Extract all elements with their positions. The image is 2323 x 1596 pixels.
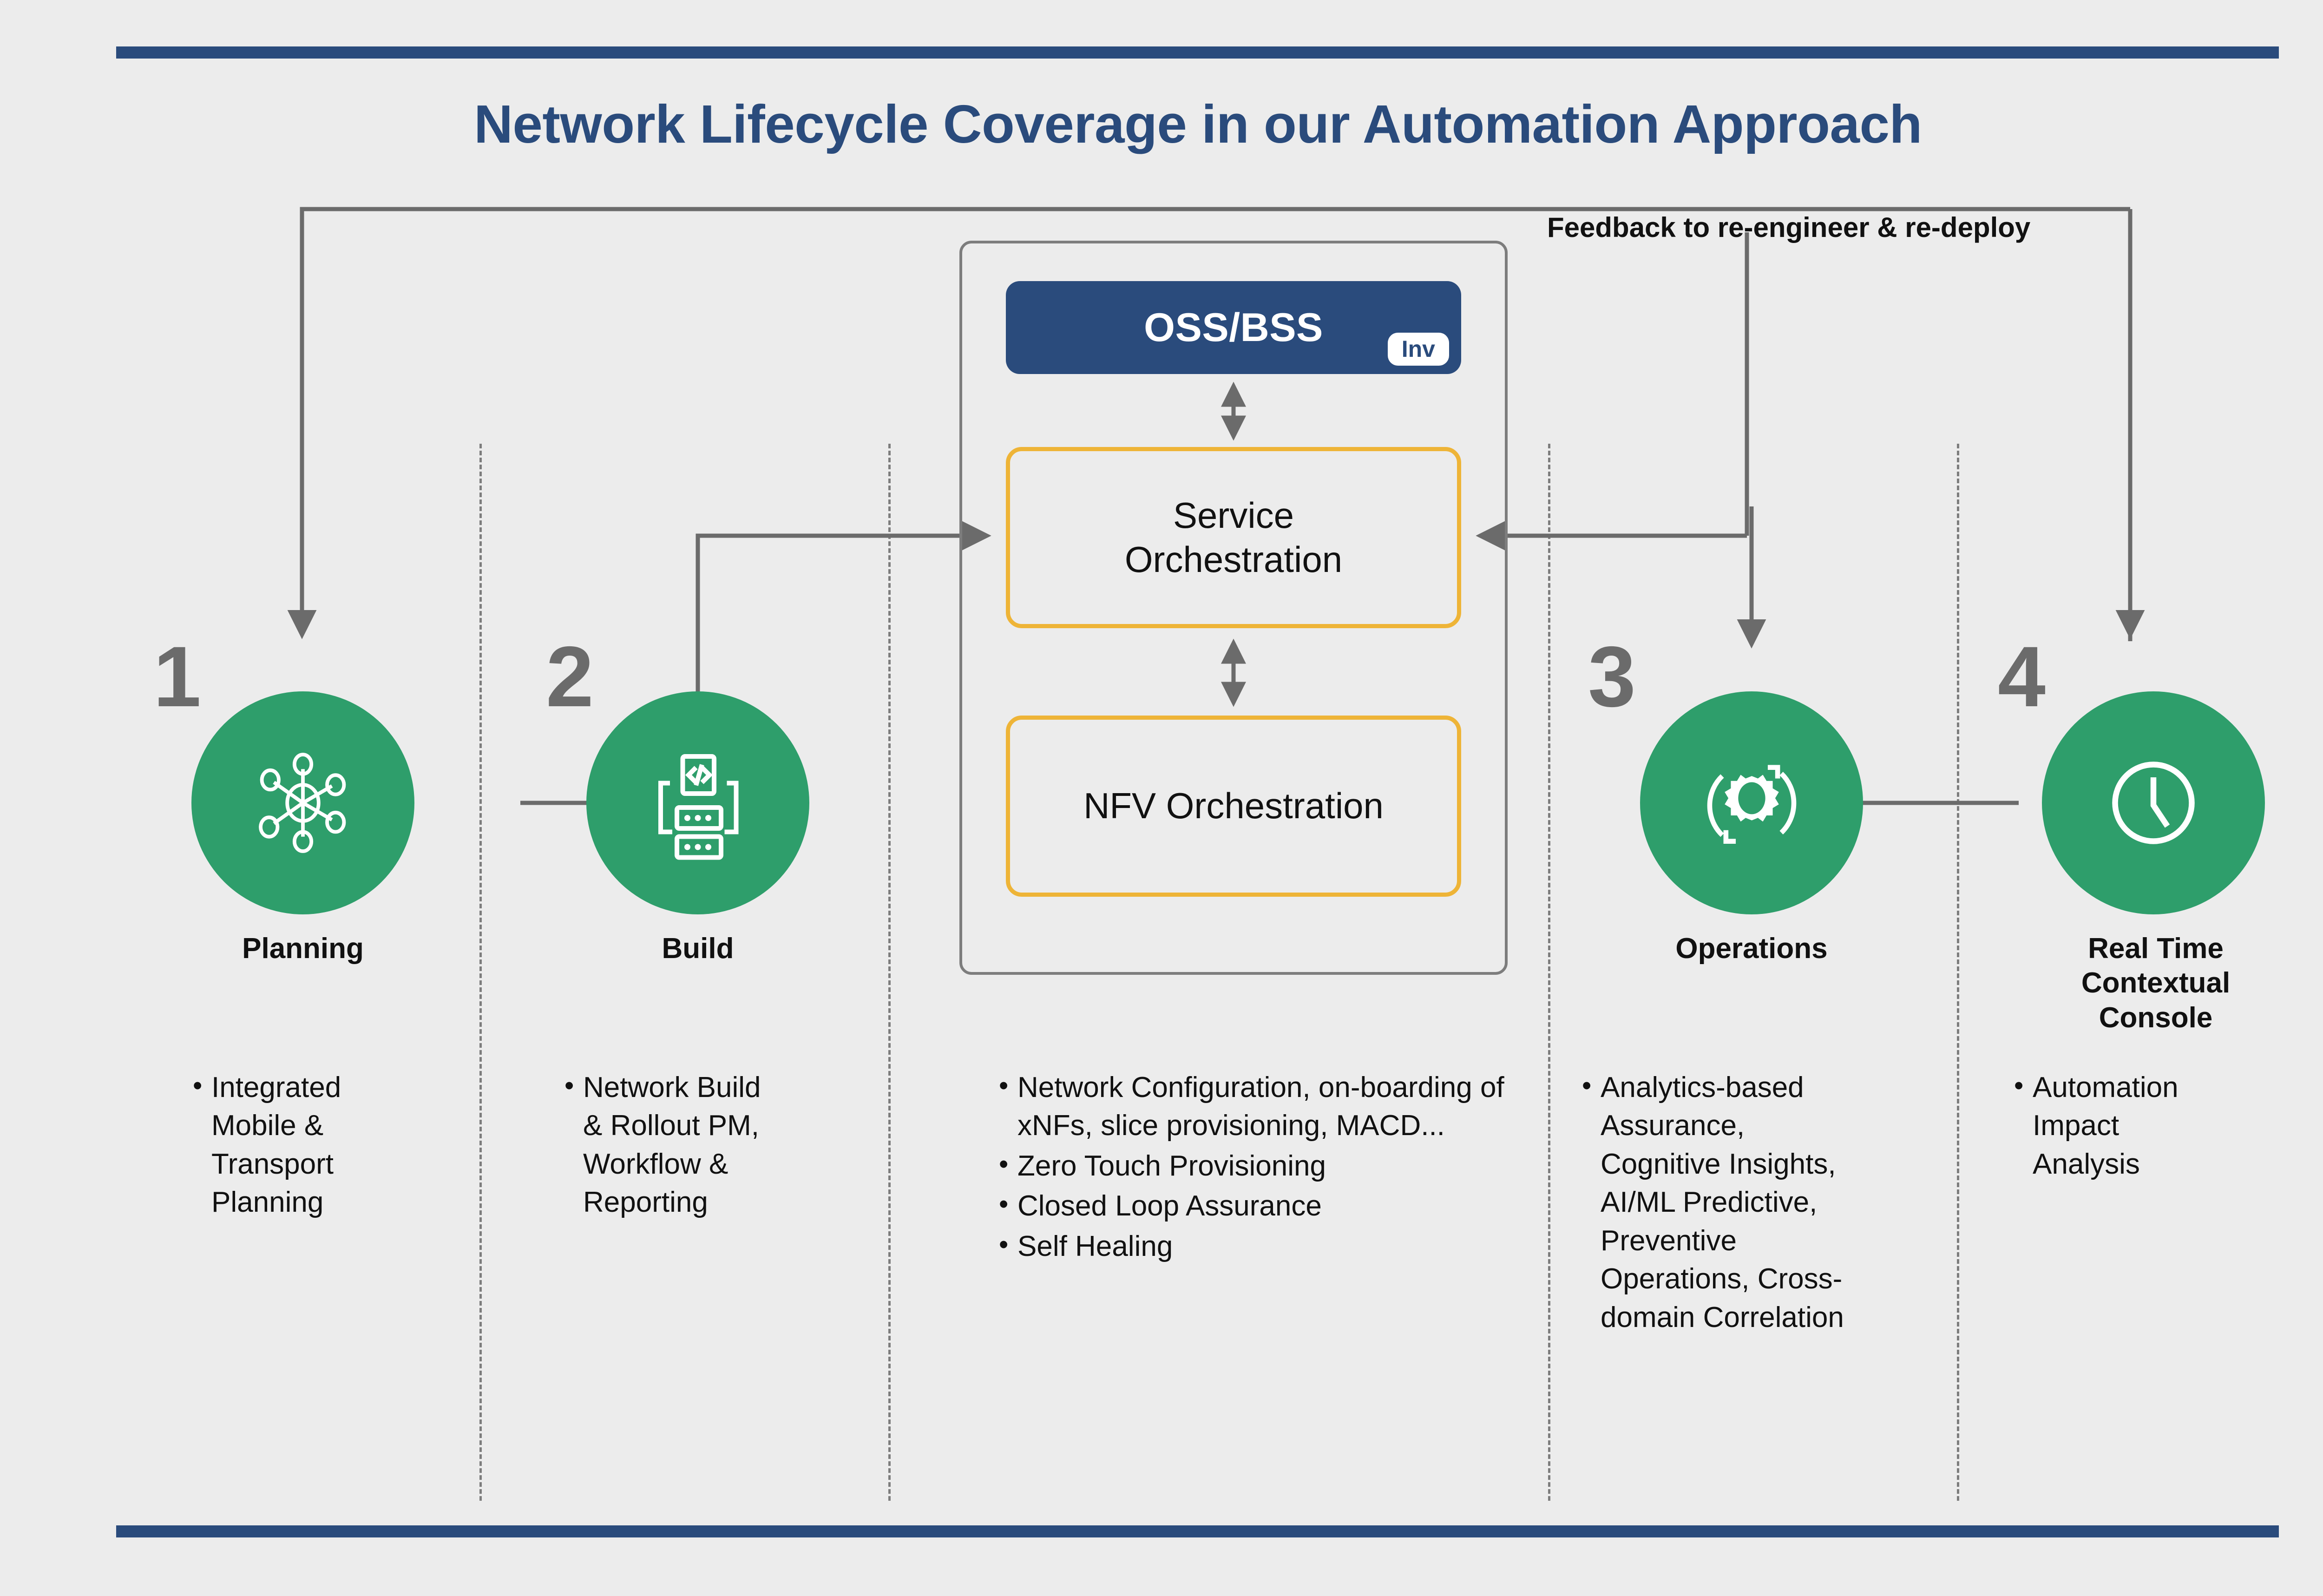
ossbss-label: OSS/BSS: [1144, 305, 1323, 350]
stage-label-planning: Planning: [242, 933, 364, 965]
stage-label-realtime: Real Time Contextual Console: [2081, 933, 2231, 1034]
bullets-realtime: Automation Impact Analysis: [2014, 1068, 2200, 1185]
column-divider-3: [1548, 444, 1550, 1501]
list-item: Closed Loop Assurance: [999, 1186, 1519, 1225]
stage-number-2: 2: [546, 629, 594, 725]
bullets-operations: Analytics-based Assurance, Cognitive Ins…: [1582, 1068, 1856, 1339]
list-item: Network Build & Rollout PM, Workflow & R…: [564, 1068, 769, 1222]
ossbss-box[interactable]: OSS/BSS Inv: [1006, 281, 1461, 374]
service-orchestration-label: Service Orchestration: [1124, 494, 1343, 580]
stage-circle-planning[interactable]: [191, 691, 414, 914]
list-item: Network Configuration, on-boarding of xN…: [999, 1068, 1519, 1145]
orchestration-panel: [959, 241, 1508, 975]
gear-refresh-icon: [1707, 764, 1796, 844]
stage-circle-realtime[interactable]: [2042, 691, 2265, 914]
feedback-label: Feedback to re-engineer & re-deploy: [1547, 212, 2031, 243]
network-hub-icon: [259, 753, 346, 853]
list-item: Automation Impact Analysis: [2014, 1068, 2200, 1183]
list-item: Integrated Mobile & Transport Planning: [193, 1068, 393, 1222]
column-divider-4: [1957, 444, 1959, 1501]
stage-number-4: 4: [1998, 629, 2046, 725]
service-orchestration-box[interactable]: Service Orchestration: [1006, 447, 1461, 628]
list-item: Zero Touch Provisioning: [999, 1146, 1519, 1185]
list-item: Self Healing: [999, 1227, 1519, 1266]
code-server-icon: [658, 754, 739, 860]
stage-number-3: 3: [1588, 629, 1636, 725]
stage-circle-operations[interactable]: [1640, 691, 1863, 914]
stage-number-1: 1: [153, 629, 201, 725]
nfv-orchestration-label: NFV Orchestration: [1083, 785, 1384, 827]
clock-icon: [2112, 762, 2195, 844]
inventory-badge: Inv: [1387, 333, 1449, 366]
bullets-orchestration: Network Configuration, on-boarding of xN…: [999, 1068, 1519, 1268]
top-rule: [116, 46, 2279, 59]
column-divider-1: [479, 444, 482, 1501]
bottom-rule: [116, 1525, 2279, 1537]
nfv-orchestration-box[interactable]: NFV Orchestration: [1006, 716, 1461, 897]
stage-label-operations: Operations: [1675, 933, 1828, 965]
column-divider-2: [888, 444, 891, 1501]
stage-label-build: Build: [662, 933, 734, 965]
page-title: Network Lifecycle Coverage in our Automa…: [474, 94, 1922, 154]
bullets-planning: Integrated Mobile & Transport Planning: [193, 1068, 393, 1224]
list-item: Analytics-based Assurance, Cognitive Ins…: [1582, 1068, 1856, 1337]
bullets-build: Network Build & Rollout PM, Workflow & R…: [564, 1068, 769, 1224]
stage-circle-build[interactable]: [586, 691, 809, 914]
